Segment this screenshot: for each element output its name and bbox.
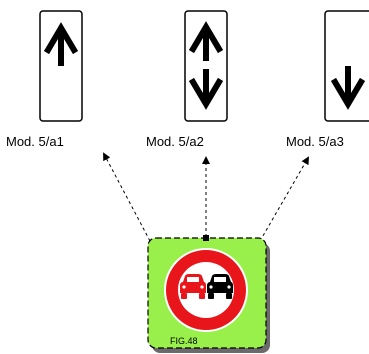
car-black-icon [207, 274, 233, 299]
figure-label: FIG.48 [170, 336, 198, 346]
sign-label: Mod. 5/a1 [6, 134, 64, 149]
up-arrow-icon [188, 21, 224, 61]
main-sign-panel: FIG.48 [147, 235, 270, 353]
car-red-icon [180, 274, 206, 299]
sign-mod-5-a2: Mod. 5/a2 [146, 10, 228, 149]
sign-mod-5-a3: Mod. 5/a3 [286, 10, 369, 149]
sign-label: Mod. 5/a3 [286, 134, 344, 149]
top-anchor-marker [203, 235, 209, 241]
connector-arrow-a1 [103, 152, 151, 242]
sign-mod-5-a1: Mod. 5/a1 [6, 10, 83, 149]
up-arrow-icon [43, 22, 79, 66]
sign-panel [184, 10, 228, 122]
sign-label: Mod. 5/a2 [146, 134, 204, 149]
connector-arrow-a3 [259, 156, 310, 242]
down-arrow-icon [330, 66, 366, 110]
down-arrow-icon [188, 69, 224, 110]
no-overtaking-sign [164, 248, 248, 332]
